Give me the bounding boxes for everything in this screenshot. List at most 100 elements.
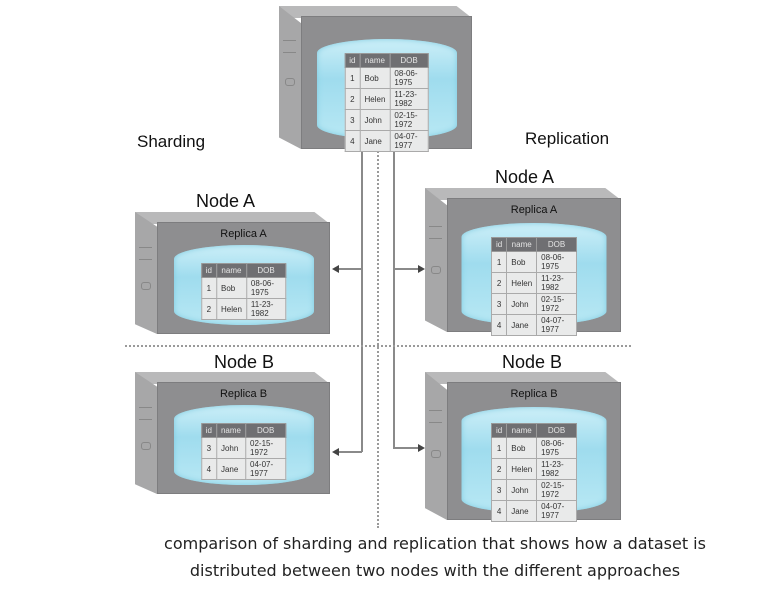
table-cell: John bbox=[359, 109, 391, 131]
table-cell: Jane bbox=[506, 314, 538, 336]
table-cell: 04-07-1977 bbox=[244, 458, 287, 480]
table-cell: 08-06-1975 bbox=[389, 67, 429, 89]
table-cell: 02-15-1972 bbox=[536, 293, 577, 315]
table-cell: John bbox=[215, 437, 247, 459]
column-header: name bbox=[215, 423, 247, 438]
table-cell: 08-06-1975 bbox=[245, 277, 287, 299]
column-header: name bbox=[359, 53, 391, 68]
table-cell: 3 bbox=[200, 437, 217, 459]
table-cell: 02-15-1972 bbox=[389, 109, 429, 131]
arrow-to-replication-node-b bbox=[418, 444, 425, 452]
column-header: id bbox=[490, 423, 508, 438]
table-cell: Bob bbox=[506, 251, 538, 273]
replication-node-a-label: Node A bbox=[495, 167, 555, 187]
column-header: name bbox=[215, 263, 247, 278]
column-header: id bbox=[200, 423, 217, 438]
table-cell: Jane bbox=[359, 130, 391, 152]
table-cell: 2 bbox=[490, 272, 508, 294]
table-cell: 04-07-1977 bbox=[536, 500, 577, 522]
table-cell: Bob bbox=[506, 437, 538, 459]
vertical-divider bbox=[377, 148, 379, 528]
replication-label: Replication bbox=[525, 129, 610, 148]
sharding-connector-line bbox=[361, 148, 363, 452]
table-cell: Helen bbox=[506, 272, 538, 294]
table-cell: 4 bbox=[490, 314, 508, 336]
table-cell: 1 bbox=[490, 251, 508, 273]
replica-label: Replica A bbox=[510, 204, 558, 216]
table-cell: Helen bbox=[506, 458, 538, 480]
replica-label: Replica B bbox=[510, 388, 558, 400]
table-cell: Bob bbox=[359, 67, 391, 89]
replication-connector-line bbox=[393, 148, 395, 448]
sharding-connector-b bbox=[338, 451, 362, 453]
column-header: DOB bbox=[389, 53, 429, 68]
table-cell: John bbox=[506, 479, 538, 501]
column-header: id bbox=[344, 53, 361, 68]
table-cell: 2 bbox=[490, 458, 508, 480]
table-cell: 1 bbox=[200, 277, 217, 299]
table-cell: Helen bbox=[359, 88, 391, 110]
table-cell: Jane bbox=[506, 500, 538, 522]
column-header: name bbox=[506, 237, 538, 252]
table-cell: Bob bbox=[215, 277, 247, 299]
table-cell: 11-23-1982 bbox=[536, 458, 577, 480]
table-cell: John bbox=[506, 293, 538, 315]
horizontal-divider bbox=[125, 345, 631, 347]
arrow-to-sharding-node-b bbox=[332, 448, 339, 456]
table-cell: 04-07-1977 bbox=[536, 314, 577, 336]
replication-connector-a bbox=[393, 268, 419, 270]
replication-node-b-label: Node B bbox=[502, 352, 563, 372]
table-cell: 4 bbox=[490, 500, 508, 522]
table-cell: Helen bbox=[215, 298, 247, 320]
table-cell: 1 bbox=[490, 437, 508, 459]
table-cell: 08-06-1975 bbox=[536, 437, 577, 459]
table-cell: 3 bbox=[344, 109, 361, 131]
table-cell: 11-23-1982 bbox=[536, 272, 577, 294]
caption-line-1: comparison of sharding and replication t… bbox=[164, 534, 706, 553]
table-cell: 11-23-1982 bbox=[245, 298, 287, 320]
column-header: DOB bbox=[244, 423, 287, 438]
table-cell: 02-15-1972 bbox=[244, 437, 287, 459]
column-header: DOB bbox=[245, 263, 287, 278]
column-header: DOB bbox=[536, 423, 577, 438]
table-cell: 2 bbox=[200, 298, 217, 320]
caption-line-2: distributed between two nodes with the d… bbox=[189, 561, 681, 580]
column-header: id bbox=[200, 263, 217, 278]
replica-label: Replica B bbox=[219, 388, 268, 400]
table-cell: 08-06-1975 bbox=[536, 251, 577, 273]
figure-caption: comparison of sharding and replication t… bbox=[130, 530, 740, 584]
column-header: id bbox=[490, 237, 508, 252]
table-cell: 1 bbox=[344, 67, 361, 89]
column-header: DOB bbox=[536, 237, 577, 252]
table-cell: 11-23-1982 bbox=[389, 88, 429, 110]
table-cell: 4 bbox=[344, 130, 361, 152]
sharding-connector-a bbox=[338, 268, 362, 270]
